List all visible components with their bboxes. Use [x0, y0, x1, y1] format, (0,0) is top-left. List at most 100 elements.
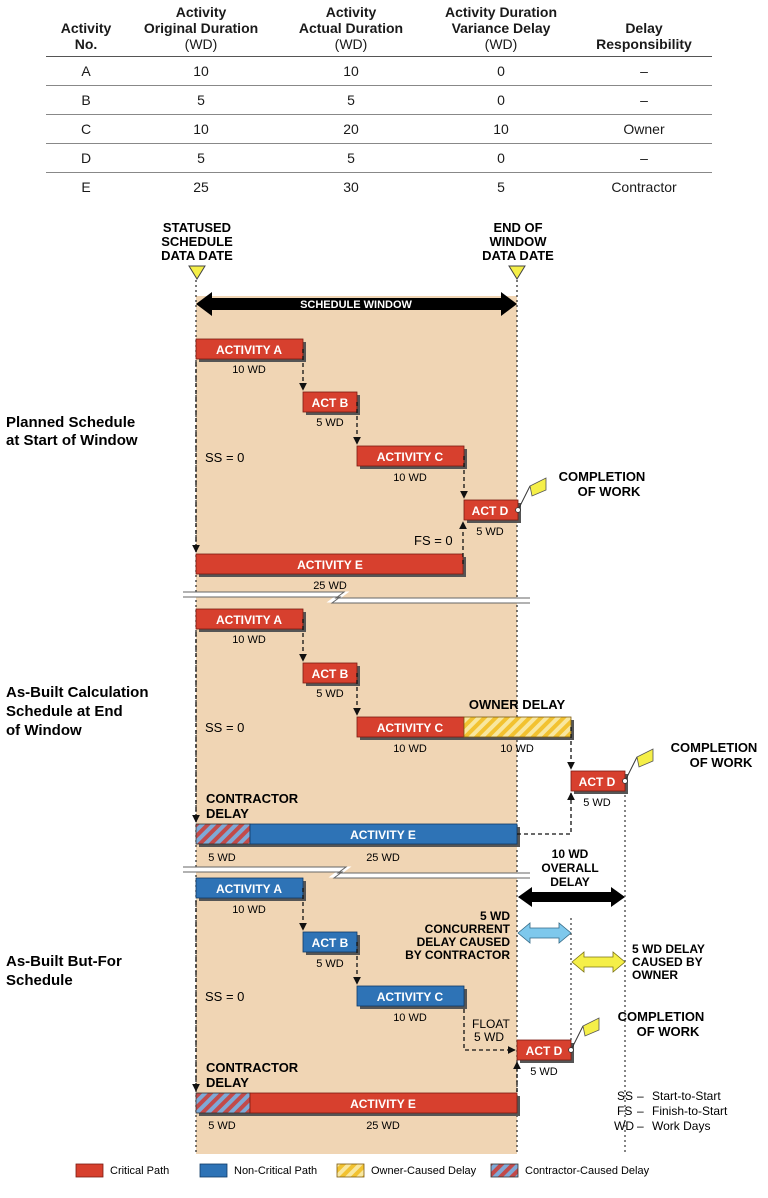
- legend-item-critical-path: Critical Path: [75, 1163, 169, 1178]
- svg-text:FS: FS: [617, 1104, 632, 1118]
- asbuilt-contractor-delay-label: CONTRACTOR DELAY: [206, 791, 299, 821]
- section-title-as-built: As-Built Calculation Schedule at End of …: [6, 684, 149, 739]
- svg-text:CONTRACTOR: CONTRACTOR: [206, 791, 299, 806]
- svg-text:END OF: END OF: [493, 220, 542, 235]
- svg-text:ACTIVITY E: ACTIVITY E: [350, 1097, 416, 1111]
- svg-text:–: –: [637, 1119, 644, 1133]
- butfor-e-duration: 25 WD: [366, 1120, 400, 1132]
- asbuilt-e-duration: 25 WD: [366, 852, 400, 864]
- svg-text:5 WD: 5 WD: [480, 909, 510, 923]
- butfor-activity-a-bar: ACTIVITY A: [195, 877, 306, 901]
- asbuilt-ss-label: SS = 0: [205, 720, 244, 735]
- butfor-links: [192, 888, 521, 1092]
- section-break-1: [183, 591, 530, 604]
- svg-text:ACT B: ACT B: [312, 936, 349, 950]
- section-title-planned: Planned Schedule at Start of Window: [6, 414, 138, 449]
- overall-delay-label: 10 WD OVERALL DELAY: [541, 847, 598, 889]
- butfor-completion-flag-icon: [568, 1017, 600, 1053]
- planned-ss-label: SS = 0: [205, 450, 244, 465]
- section-title-but-for: As-Built But-For Schedule: [6, 953, 122, 989]
- svg-text:COMPLETION: COMPLETION: [618, 1009, 705, 1024]
- planned-act-d-bar: ACT D: [463, 499, 521, 523]
- section-break-2: [183, 866, 530, 879]
- svg-text:ACT D: ACT D: [526, 1044, 563, 1058]
- asbuilt-d-duration: 5 WD: [583, 797, 611, 809]
- svg-text:Schedule: Schedule: [6, 972, 73, 989]
- end-marker-label: END OF WINDOW DATA DATE: [482, 220, 554, 263]
- legend-item-owner-delay: Owner-Caused Delay: [336, 1163, 477, 1178]
- svg-text:DATA DATE: DATA DATE: [482, 248, 554, 263]
- svg-text:5 WD: 5 WD: [474, 1030, 504, 1044]
- svg-text:CAUSED BY: CAUSED BY: [632, 955, 703, 969]
- planned-activity-e-bar: ACTIVITY E: [195, 553, 466, 577]
- svg-text:–: –: [637, 1089, 644, 1103]
- start-marker-label: STATUSED SCHEDULE DATA DATE: [161, 220, 233, 263]
- svg-text:Planned Schedule: Planned Schedule: [6, 414, 135, 431]
- svg-text:Critical Path: Critical Path: [110, 1165, 169, 1177]
- svg-text:ACT D: ACT D: [472, 504, 509, 518]
- legend-item-non-critical-path: Non-Critical Path: [199, 1163, 317, 1178]
- legend-item-contractor-delay: Contractor-Caused Delay: [490, 1163, 650, 1178]
- svg-text:ACTIVITY E: ACTIVITY E: [297, 558, 363, 572]
- planned-completion-label: COMPLETION OF WORK: [559, 469, 646, 499]
- planned-a-duration: 10 WD: [232, 364, 266, 376]
- svg-text:–: –: [637, 1104, 644, 1118]
- svg-text:ACTIVITY A: ACTIVITY A: [216, 343, 282, 357]
- cell: 20: [276, 114, 426, 144]
- asbuilt-activity-a-bar: ACTIVITY A: [195, 608, 306, 632]
- planned-c-duration: 10 WD: [393, 472, 427, 484]
- svg-text:WD: WD: [614, 1119, 634, 1133]
- cell: 0: [426, 143, 576, 173]
- butfor-act-d-bar: ACT D: [516, 1039, 574, 1063]
- owner-delay-label: OWNER DELAY: [469, 697, 566, 712]
- butfor-ss-label: SS = 0: [205, 989, 244, 1004]
- svg-text:DELAY: DELAY: [550, 875, 590, 889]
- asbuilt-links: [192, 619, 575, 835]
- svg-text:FLOAT: FLOAT: [472, 1017, 510, 1031]
- butfor-c-duration: 10 WD: [393, 1012, 427, 1024]
- butfor-completion-label: COMPLETION OF WORK: [618, 1009, 705, 1039]
- svg-text:Schedule at End: Schedule at End: [6, 703, 123, 720]
- svg-text:OF WORK: OF WORK: [637, 1024, 700, 1039]
- svg-text:ACTIVITY E: ACTIVITY E: [350, 828, 416, 842]
- cell: E: [81, 179, 91, 195]
- cell: 5: [497, 179, 505, 195]
- cell: –: [576, 143, 712, 173]
- cell: –: [576, 56, 712, 86]
- svg-text:SCHEDULE: SCHEDULE: [161, 234, 233, 249]
- butfor-activity-e-bar: ACTIVITY E: [195, 1092, 520, 1116]
- svg-text:ACTIVITY C: ACTIVITY C: [377, 450, 444, 464]
- cell: 10: [126, 56, 276, 86]
- butfor-act-b-bar: ACT B: [302, 931, 360, 955]
- cell: 10: [426, 114, 576, 144]
- svg-text:ACT D: ACT D: [579, 775, 616, 789]
- butfor-contractor-delay-label: CONTRACTOR DELAY: [206, 1060, 299, 1090]
- butfor-contractor-delay-duration: 5 WD: [208, 1120, 236, 1132]
- svg-text:OVERALL: OVERALL: [541, 861, 598, 875]
- svg-text:DELAY: DELAY: [206, 1075, 249, 1090]
- cell: 5: [126, 143, 276, 173]
- cell: 10: [276, 56, 426, 86]
- butfor-a-duration: 10 WD: [232, 904, 266, 916]
- svg-text:of Window: of Window: [6, 722, 82, 739]
- svg-text:DELAY: DELAY: [206, 806, 249, 821]
- cell: Owner: [576, 114, 712, 144]
- asbuilt-a-duration: 10 WD: [232, 634, 266, 646]
- concurrent-delay-label: 5 WD CONCURRENT DELAY CAUSED BY CONTRACT…: [405, 909, 511, 962]
- svg-text:As-Built But-For: As-Built But-For: [6, 953, 122, 970]
- svg-text:ACTIVITY A: ACTIVITY A: [216, 613, 282, 627]
- svg-text:SCHEDULE WINDOW: SCHEDULE WINDOW: [300, 299, 412, 311]
- cell: 10: [126, 114, 276, 144]
- svg-text:STATUSED: STATUSED: [163, 220, 231, 235]
- svg-text:As-Built Calculation: As-Built Calculation: [6, 684, 149, 701]
